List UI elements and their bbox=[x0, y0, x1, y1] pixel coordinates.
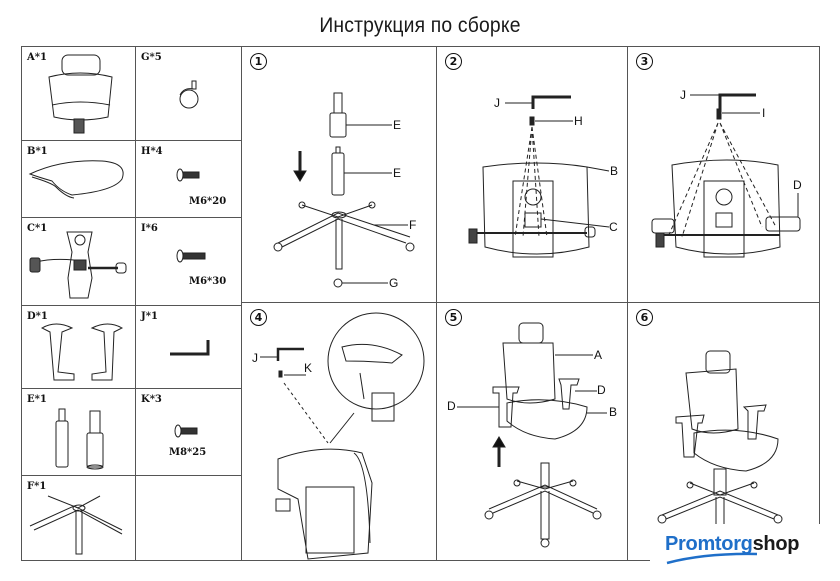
backrest-mounting-icon bbox=[242, 303, 438, 562]
part-cell-d: D*1 bbox=[21, 305, 136, 389]
part-cell-f: F*1 bbox=[21, 475, 136, 561]
part-cell-h: H*4 M6*20 bbox=[135, 140, 242, 218]
callout-d: D bbox=[793, 178, 802, 192]
seat-icon bbox=[22, 141, 137, 219]
logo-part2: shop bbox=[752, 533, 800, 555]
base-icon bbox=[22, 476, 137, 562]
part-label-h: H*4 bbox=[141, 146, 163, 157]
callout-i: I bbox=[762, 106, 766, 120]
part-label-i: I*6 bbox=[141, 223, 158, 234]
assembled-chair-icon bbox=[628, 303, 821, 562]
step-2-panel: 2 J H B C bbox=[436, 46, 628, 303]
part-cell-i: I*6 M6*30 bbox=[135, 217, 242, 306]
logo-background bbox=[650, 524, 840, 581]
screw-icon bbox=[136, 141, 243, 219]
step-number: 3 bbox=[636, 53, 653, 70]
step-5-panel: 5 A D D B bbox=[436, 302, 628, 561]
step-number: 2 bbox=[445, 53, 462, 70]
callout-b: B bbox=[610, 164, 619, 178]
armrests-icon bbox=[22, 306, 137, 390]
callout-e: E bbox=[393, 118, 402, 132]
chair-on-base-icon bbox=[437, 303, 629, 562]
step-1-panel: 1 E E F G bbox=[241, 46, 437, 303]
part-cell-k: K*3 M8*25 bbox=[135, 388, 242, 476]
part-label-e: E*1 bbox=[27, 394, 47, 405]
screw-icon bbox=[136, 218, 243, 307]
callout-d: D bbox=[597, 383, 606, 397]
callout-d: D bbox=[447, 399, 456, 413]
step-6-panel: 6 bbox=[627, 302, 820, 561]
part-cell-g: G*5 bbox=[135, 46, 242, 141]
callout-k: K bbox=[304, 361, 313, 375]
logo-swoosh-icon bbox=[665, 551, 795, 581]
base-assembly-icon bbox=[242, 47, 438, 304]
gas-lift-icon bbox=[22, 389, 137, 477]
step-number: 5 bbox=[445, 309, 462, 326]
screw-spec: M6*20 bbox=[189, 196, 227, 207]
callout-g: G bbox=[389, 276, 399, 290]
part-cell-empty bbox=[135, 475, 242, 561]
part-label-c: C*1 bbox=[27, 223, 48, 234]
callout-e: E bbox=[393, 166, 402, 180]
mechanism-icon bbox=[22, 218, 137, 307]
logo-part1: Promtorg bbox=[665, 533, 753, 555]
step-3-panel: 3 J I D bbox=[627, 46, 820, 303]
page-title: Инструкция по сборке bbox=[319, 14, 521, 37]
caster-icon bbox=[136, 47, 243, 142]
step-4-panel: 4 J K bbox=[241, 302, 437, 561]
headrest-backrest-icon bbox=[22, 47, 137, 142]
part-cell-c: C*1 bbox=[21, 217, 136, 306]
part-label-a: A*1 bbox=[27, 52, 47, 63]
screw-icon bbox=[136, 389, 243, 477]
callout-h: H bbox=[574, 114, 583, 128]
part-label-f: F*1 bbox=[27, 481, 47, 492]
callout-a: A bbox=[594, 348, 603, 362]
step-number: 1 bbox=[250, 53, 267, 70]
seat-mechanism-icon bbox=[437, 47, 629, 304]
screw-spec: M6*30 bbox=[189, 276, 227, 287]
callout-b: B bbox=[609, 405, 618, 419]
armrest-mounting-icon bbox=[628, 47, 821, 304]
callout-c: C bbox=[609, 220, 618, 234]
promtorgshop-logo: Promtorgshop bbox=[665, 533, 799, 556]
step-number: 6 bbox=[636, 309, 653, 326]
callout-j: J bbox=[680, 88, 686, 102]
screw-spec: M8*25 bbox=[169, 447, 207, 458]
part-cell-j: J*1 bbox=[135, 305, 242, 389]
part-cell-e: E*1 bbox=[21, 388, 136, 476]
callout-j: J bbox=[494, 96, 500, 110]
part-label-k: K*3 bbox=[141, 394, 162, 405]
part-cell-b: B*1 bbox=[21, 140, 136, 218]
callout-j: J bbox=[252, 351, 258, 365]
part-label-b: B*1 bbox=[27, 146, 48, 157]
step-number: 4 bbox=[250, 309, 267, 326]
hex-key-icon bbox=[136, 306, 243, 390]
part-label-j: J*1 bbox=[141, 311, 158, 322]
part-label-g: G*5 bbox=[141, 52, 162, 63]
part-label-d: D*1 bbox=[27, 311, 48, 322]
part-cell-a: A*1 bbox=[21, 46, 136, 141]
callout-f: F bbox=[409, 218, 417, 232]
